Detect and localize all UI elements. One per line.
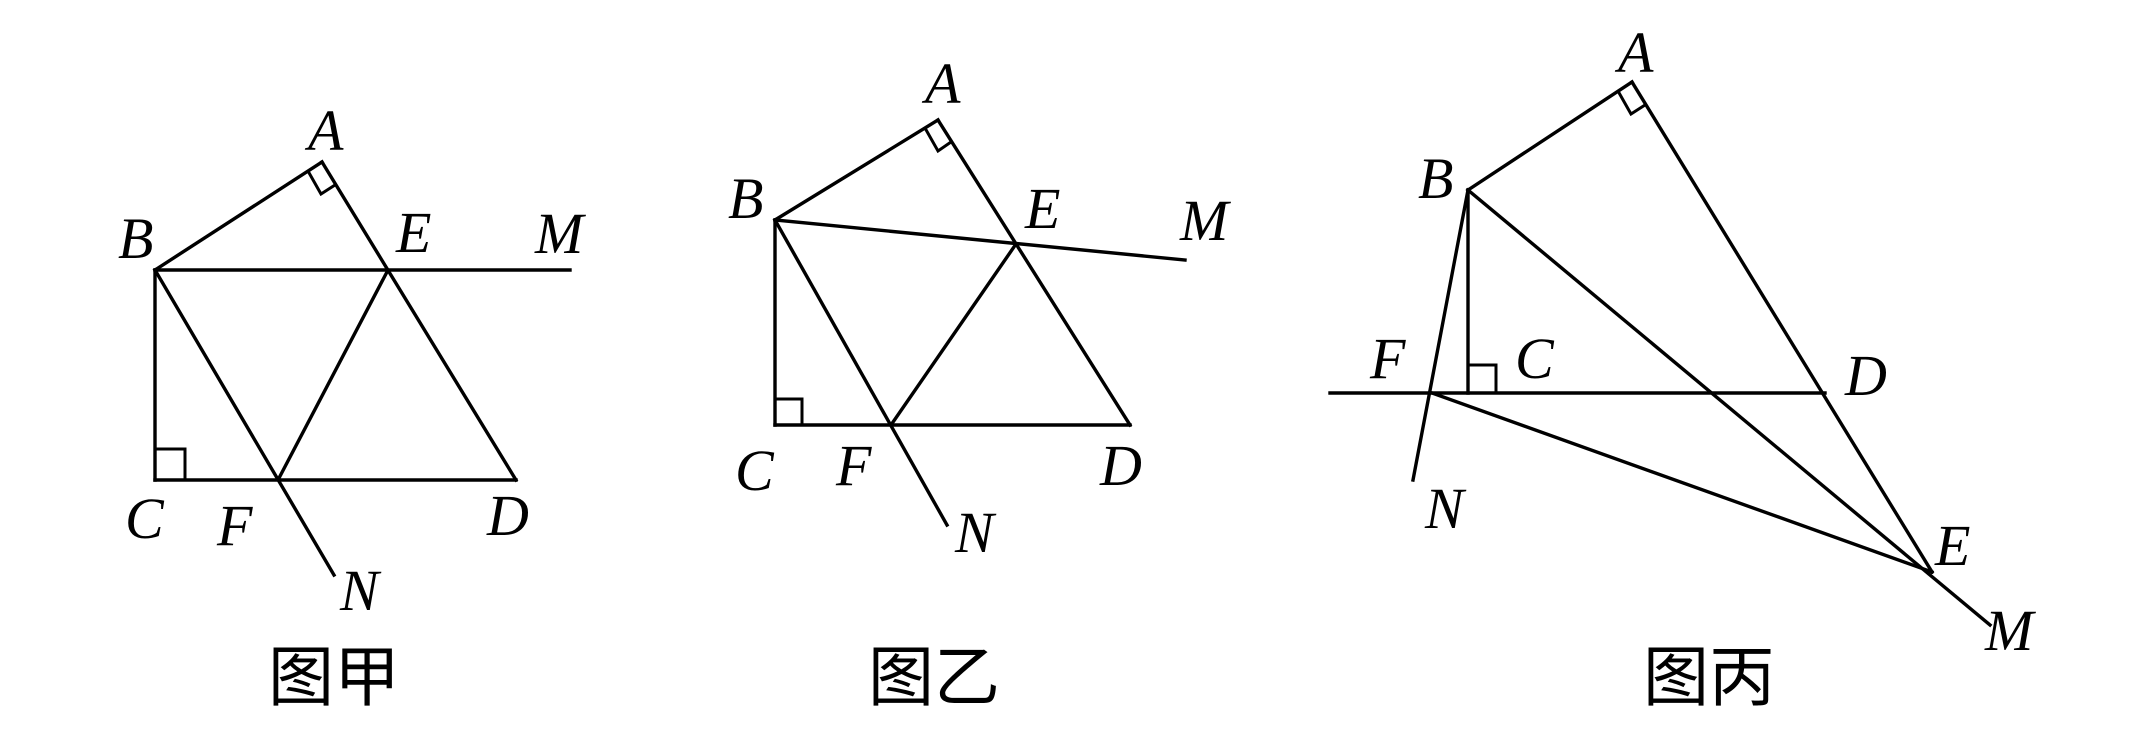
segment-bn [1411, 188, 1470, 482]
figure-jia: A B E M C F D N 图甲 [118, 98, 586, 716]
caption-bing: 图丙 [1643, 639, 1775, 716]
right-angle-mark-a [1616, 90, 1646, 117]
label-b: B [118, 206, 153, 271]
label-b: B [728, 166, 763, 231]
label-c: C [735, 438, 775, 503]
label-c: C [1515, 326, 1555, 391]
label-f: F [1369, 326, 1406, 391]
segment-bn [772, 217, 950, 528]
right-angle-mark-a [306, 170, 336, 197]
segment-ab [152, 159, 325, 273]
right-angle-mark-a [923, 127, 952, 154]
segment-ef [275, 267, 391, 483]
label-n: N [339, 558, 382, 623]
label-f: F [216, 493, 253, 558]
label-a: A [921, 51, 961, 116]
caption-jia: 图甲 [268, 639, 400, 716]
label-e: E [1024, 176, 1060, 241]
figure-bing: A B F C D N E M 图丙 [1328, 20, 2036, 716]
label-d: D [486, 483, 529, 548]
segment-ab [772, 117, 941, 223]
caption-yi: 图乙 [868, 639, 1000, 716]
right-angle-mark-c [155, 447, 187, 480]
label-e: E [395, 200, 431, 265]
label-n: N [954, 500, 997, 565]
label-d: D [1099, 433, 1142, 498]
label-n: N [1424, 476, 1467, 541]
label-c: C [125, 486, 165, 551]
label-b: B [1418, 146, 1453, 211]
segment-bn [152, 267, 337, 578]
label-m: M [1984, 598, 2036, 663]
label-a: A [304, 98, 344, 163]
segment-ef [888, 241, 1019, 428]
label-f: F [835, 433, 872, 498]
label-e: E [1934, 513, 1970, 578]
label-d: D [1844, 343, 1887, 408]
segment-ae [1629, 79, 1935, 575]
segment-ad [935, 117, 1133, 428]
label-m: M [534, 201, 586, 266]
segment-bm [773, 218, 1187, 262]
label-a: A [1614, 20, 1654, 85]
segment-ad [319, 159, 519, 483]
right-angle-mark-c [1468, 363, 1498, 393]
label-m: M [1179, 188, 1231, 253]
segment-bm [1465, 187, 1993, 628]
figure-yi: A B E M C F D N 图乙 [728, 51, 1231, 716]
right-angle-mark-c [775, 397, 804, 425]
segment-fe [1429, 390, 1935, 575]
segment-ab [1465, 79, 1635, 193]
